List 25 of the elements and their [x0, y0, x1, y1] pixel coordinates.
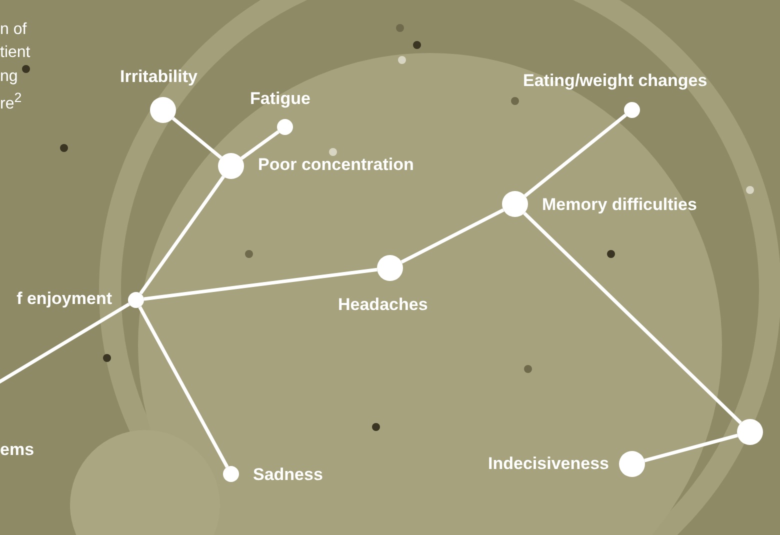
note-text: n of	[0, 20, 27, 40]
connector-line	[144, 268, 378, 301]
symptom-label: Eating/weight changes	[523, 70, 708, 92]
connector-line	[400, 208, 504, 264]
note-text: tient	[0, 43, 30, 62]
connector-line	[524, 114, 627, 198]
symptom-label: f enjoyment	[16, 288, 112, 310]
note-text: re$^{2}$	[0, 90, 22, 114]
node-dot	[737, 419, 763, 445]
connector-line	[172, 116, 222, 160]
connector-line	[0, 302, 130, 386]
symptom-label: Memory difficulties	[542, 194, 697, 216]
symptom-label: Fatigue	[250, 88, 310, 110]
symptom-label: Irritability	[120, 66, 198, 88]
connector-line	[138, 306, 229, 468]
connector-line	[644, 434, 738, 462]
connector-line	[523, 212, 742, 424]
symptom-label: Sadness	[253, 464, 323, 486]
note-text: ng	[0, 67, 18, 86]
symptom-label: Indecisiveness	[488, 454, 609, 474]
symptom-label: ems	[0, 440, 34, 460]
connector-line	[139, 176, 225, 295]
connector-line	[240, 130, 280, 160]
symptom-label: Poor concentration	[258, 154, 414, 176]
symptom-label: Headaches	[338, 294, 428, 316]
